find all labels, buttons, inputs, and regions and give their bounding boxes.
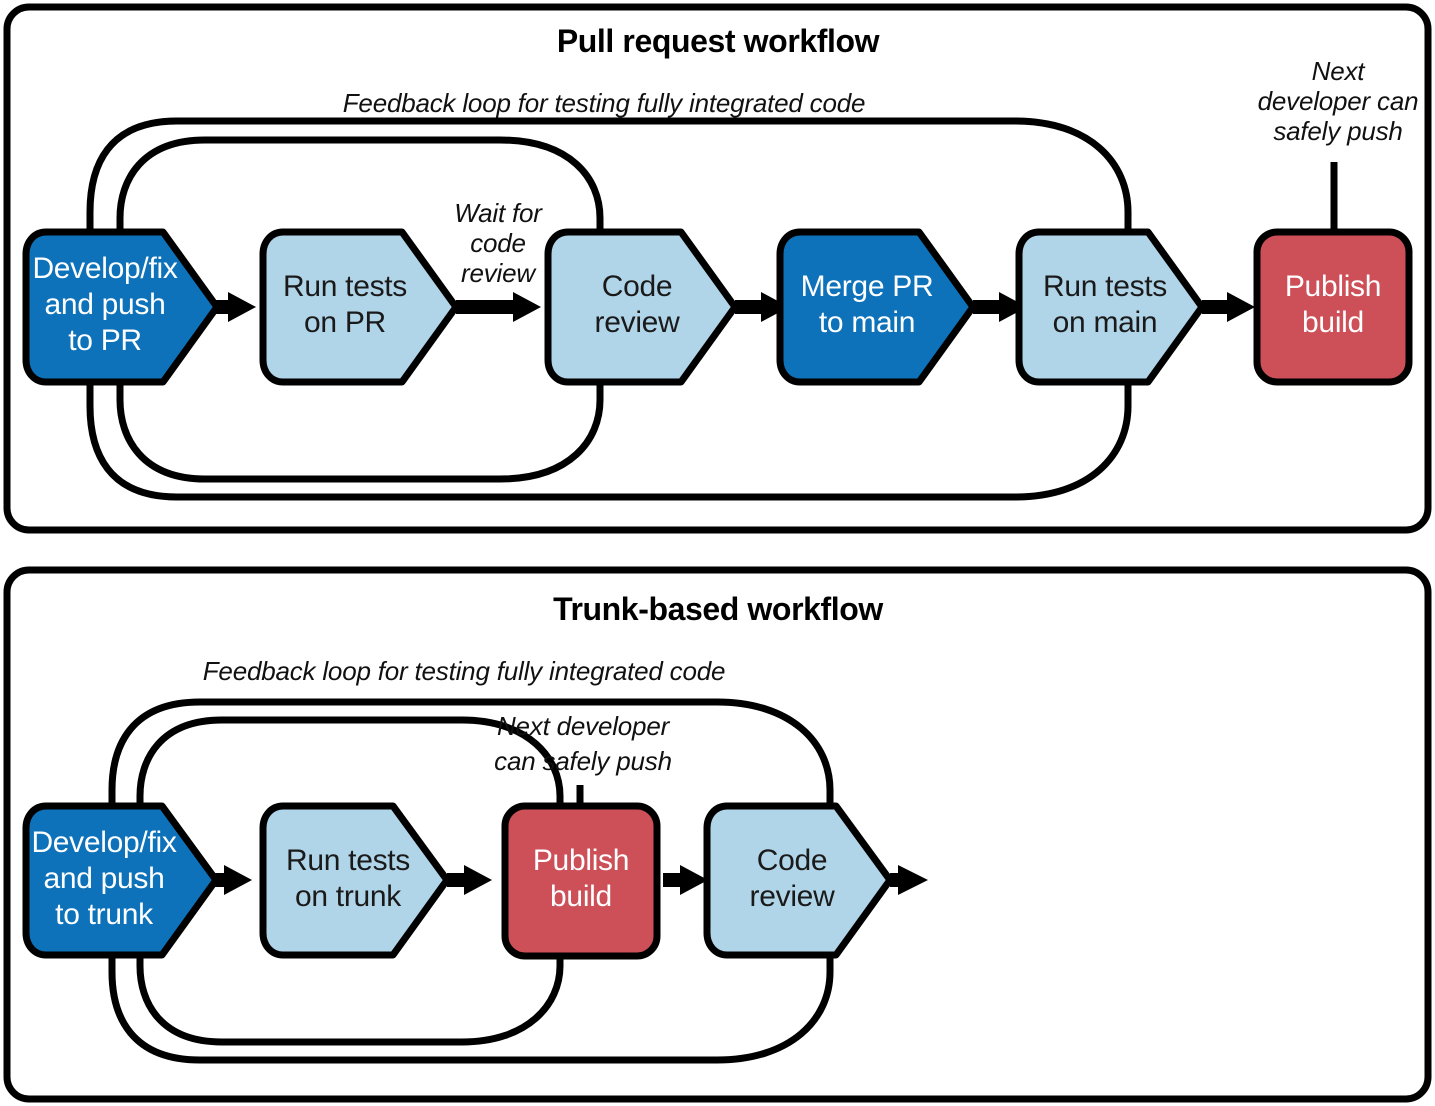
svg-text:review: review [461, 258, 537, 288]
annotation-next-developer-pull-request: Next developer can safely push [1258, 56, 1419, 232]
node-develop-fix-and-push-to-trunk[interactable]: Develop/fix and push to trunk [22, 802, 220, 959]
annotation-feedback-loop-trunk-based: Feedback loop for testing fully integrat… [203, 656, 725, 686]
svg-text:build: build [1302, 306, 1364, 339]
arrow-runtests-to-codereview [456, 292, 541, 322]
svg-text:safely push: safely push [1273, 116, 1402, 146]
svg-text:Develop/fix: Develop/fix [32, 252, 177, 285]
arrow-publish-to-codereview-trunk [663, 865, 708, 895]
svg-text:Publish: Publish [533, 844, 629, 877]
svg-text:on main: on main [1053, 306, 1158, 339]
svg-text:and push: and push [44, 288, 165, 321]
svg-text:Wait for: Wait for [454, 198, 543, 228]
panel-pull-request-workflow: Pull request workflow Feedback loop for … [3, 3, 1432, 534]
arrow-runtestsmain-to-publish [1202, 292, 1255, 322]
feedback-loop-outer-trunk-based [108, 698, 834, 1064]
panel-frame-pull-request [3, 3, 1432, 534]
svg-text:Run tests: Run tests [1043, 270, 1167, 303]
panel-trunk-based-workflow: Trunk-based workflow Feedback loop for t… [3, 566, 1432, 1103]
node-code-review-trunk-based[interactable]: Code review [703, 802, 894, 959]
arrow-codereview-outgoing-trunk [890, 865, 928, 895]
svg-text:Develop/fix: Develop/fix [31, 826, 176, 859]
feedback-loop-outer-pull-request [86, 117, 1132, 501]
svg-text:Code: Code [602, 270, 673, 303]
svg-text:on PR: on PR [304, 306, 386, 339]
node-code-review-pull-request[interactable]: Code review [544, 228, 739, 386]
annotation-feedback-loop-pull-request: Feedback loop for testing fully integrat… [343, 88, 865, 118]
svg-text:Code: Code [757, 844, 828, 877]
svg-text:Merge PR: Merge PR [801, 270, 934, 303]
connector-arrows-trunk-based [204, 865, 928, 895]
arrow-merge-to-runtestsmain [973, 292, 1027, 322]
node-run-tests-on-trunk[interactable]: Run tests on trunk [259, 802, 451, 959]
panel-title-pull-request: Pull request workflow [557, 23, 880, 59]
arrow-develop-to-runtests [205, 292, 256, 322]
svg-text:Run tests: Run tests [286, 844, 410, 877]
svg-text:Next developer: Next developer [497, 711, 671, 741]
svg-text:to trunk: to trunk [55, 898, 154, 931]
node-merge-pr-to-main[interactable]: Merge PR to main [776, 228, 977, 386]
svg-text:developer can: developer can [1258, 86, 1419, 116]
panel-title-trunk-based: Trunk-based workflow [553, 591, 883, 627]
svg-text:to PR: to PR [68, 324, 142, 357]
node-develop-fix-and-push-to-pr[interactable]: Develop/fix and push to PR [22, 228, 221, 386]
svg-text:code: code [470, 228, 526, 258]
feedback-loop-inner-pull-request [116, 136, 604, 483]
svg-text:to main: to main [819, 306, 915, 339]
svg-text:review: review [595, 306, 681, 339]
svg-text:on trunk: on trunk [295, 880, 402, 913]
feedback-loop-inner-trunk-based [136, 716, 564, 1046]
node-publish-build-trunk-based[interactable]: Publish build [501, 802, 661, 960]
node-publish-build-pull-request[interactable]: Publish build [1253, 228, 1413, 386]
node-run-tests-on-pr[interactable]: Run tests on PR [259, 228, 460, 386]
svg-text:and push: and push [43, 862, 164, 895]
svg-text:review: review [750, 880, 836, 913]
annotation-wait-for-code-review: Wait for code review [454, 198, 543, 288]
arrow-develop-to-runtests-trunk [204, 865, 252, 895]
svg-text:build: build [550, 880, 612, 913]
svg-text:Next: Next [1312, 56, 1367, 86]
svg-text:can safely push: can safely push [494, 746, 672, 776]
node-run-tests-on-main[interactable]: Run tests on main [1015, 228, 1206, 386]
svg-text:Publish: Publish [1285, 270, 1381, 303]
arrow-runtests-to-publish-trunk [447, 865, 492, 895]
annotation-next-developer-trunk-based: Next developer can safely push [494, 711, 672, 808]
connector-arrows-pull-request [205, 292, 1255, 322]
svg-text:Run tests: Run tests [283, 270, 407, 303]
arrow-codereview-to-merge [735, 292, 789, 322]
